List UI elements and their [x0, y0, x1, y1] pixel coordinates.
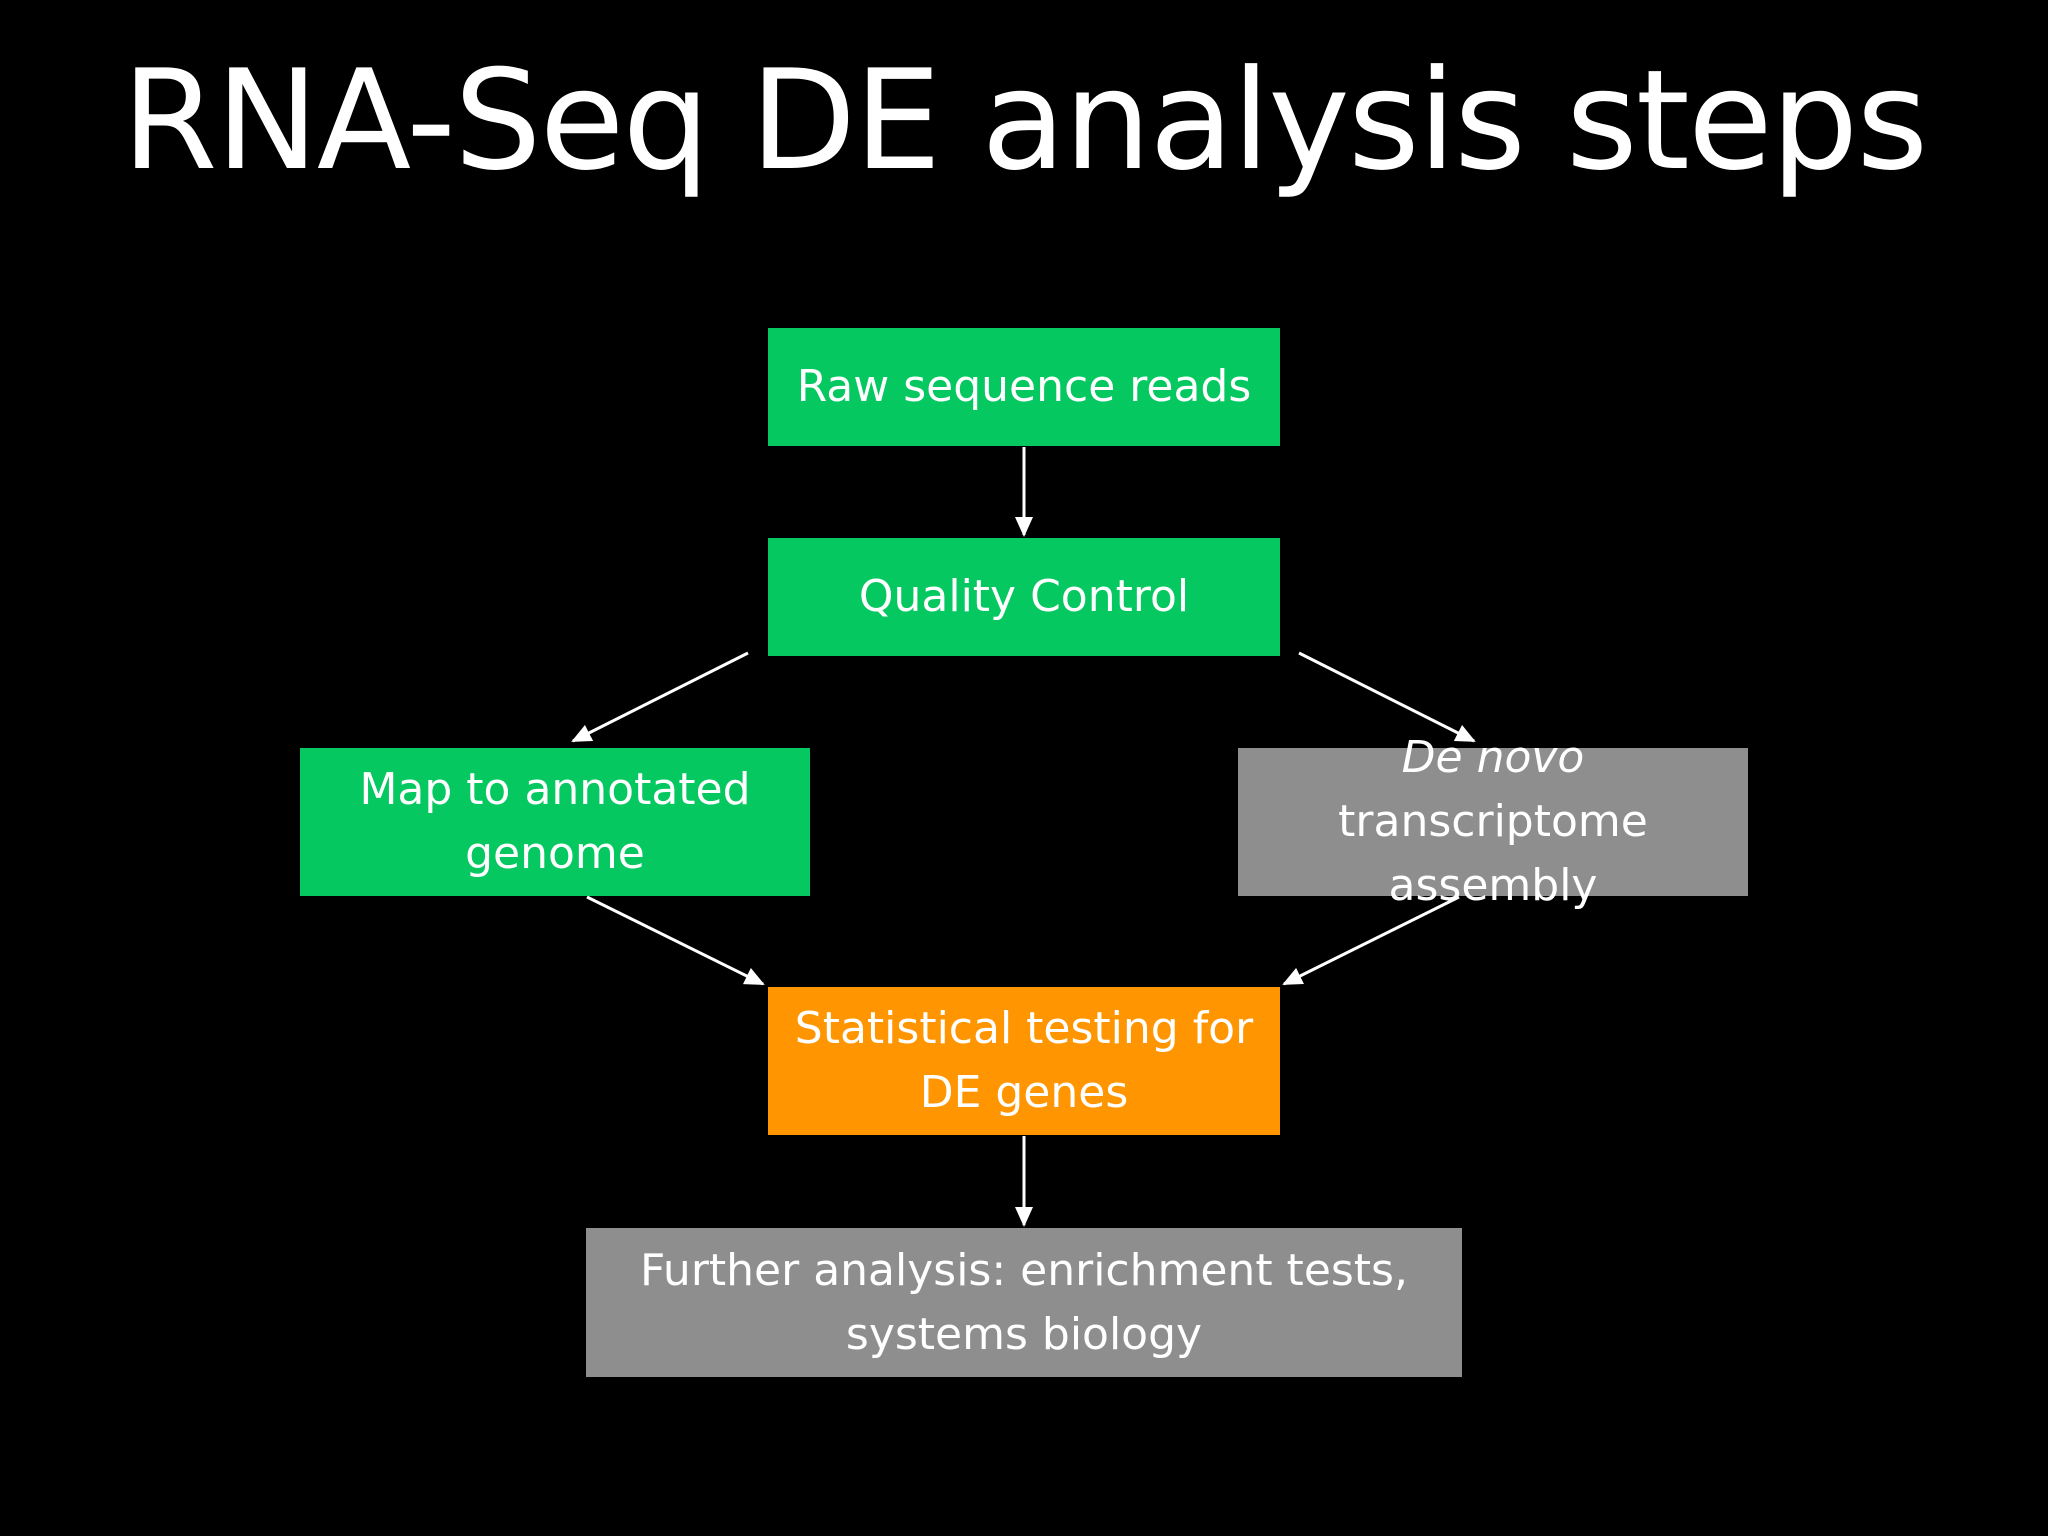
node-quality-control: Quality Control: [768, 538, 1280, 656]
node-label-rest: transcriptome assembly: [1338, 796, 1648, 911]
node-label: Raw sequence reads: [796, 361, 1252, 413]
node-statistical-testing: Statistical testing for DE genes: [768, 987, 1280, 1135]
node-label-italic: De novo: [1401, 732, 1585, 784]
node-label: De novo transcriptome assembly: [1256, 726, 1730, 917]
node-label: Statistical testing for DE genes: [794, 1003, 1254, 1118]
slide-title: RNA-Seq DE analysis steps: [121, 40, 1929, 201]
node-raw-sequence-reads: Raw sequence reads: [768, 328, 1280, 446]
arrow-qc-to-map: [571, 651, 749, 743]
node-further-analysis: Further analysis: enrichment tests, syst…: [586, 1228, 1462, 1377]
node-label: Map to annotated genome: [359, 764, 751, 879]
node-de-novo-transcriptome-assembly: De novo transcriptome assembly: [1238, 732, 1748, 911]
node-label: Further analysis: enrichment tests, syst…: [640, 1244, 1408, 1360]
node-label: Quality Control: [858, 571, 1190, 623]
arrow-map-to-stats: [586, 895, 765, 986]
node-map-to-annotated-genome: Map to annotated genome: [300, 748, 810, 896]
